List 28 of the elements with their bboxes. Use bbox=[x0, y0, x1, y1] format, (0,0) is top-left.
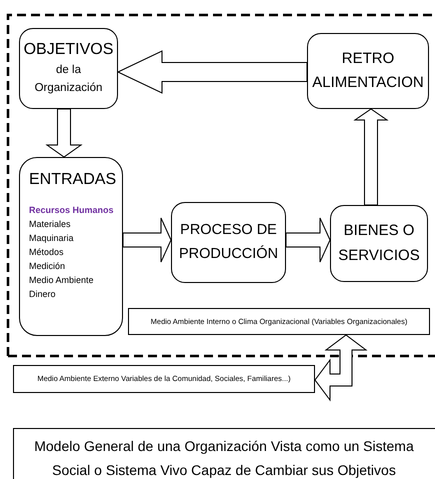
rounded-box bbox=[171, 202, 286, 283]
list-item: Medio Ambiente bbox=[29, 274, 94, 287]
list-item: Materiales bbox=[29, 218, 71, 231]
block-arrow bbox=[122, 218, 172, 262]
box-heading: PROCESO DE PRODUCCIÓN bbox=[178, 220, 279, 264]
box-heading: Modelo General de una Organización Vista como un Sistema Social o Sistema Vivo Capaz de Cambiar sus Objetivos bbox=[33, 437, 415, 479]
block-arrow bbox=[353, 108, 389, 206]
rounded-box bbox=[19, 28, 118, 109]
rounded-box bbox=[19, 157, 123, 336]
block-arrow bbox=[286, 218, 331, 262]
list-item: Dinero bbox=[29, 288, 56, 301]
text-box bbox=[128, 308, 430, 335]
text-box bbox=[13, 365, 315, 393]
list-item: Medición bbox=[29, 260, 66, 273]
block-arrow bbox=[45, 108, 83, 158]
rounded-box bbox=[307, 33, 429, 109]
box-heading: ENTRADAS bbox=[29, 170, 116, 190]
block-arrow bbox=[116, 50, 308, 94]
box-heading: RETRO ALIMENTACION bbox=[312, 49, 424, 93]
list-item: Recursos Humanos bbox=[29, 204, 114, 217]
box-heading: OBJETIVOS bbox=[24, 40, 114, 60]
box-text: de la Organización bbox=[34, 62, 104, 96]
rounded-box bbox=[330, 205, 428, 282]
caption-box bbox=[13, 428, 435, 479]
box-heading: BIENES O SERVICIOS bbox=[337, 220, 421, 266]
list-item: Métodos bbox=[29, 246, 64, 259]
block-arrow bbox=[314, 334, 368, 402]
list-item: Maquinaria bbox=[29, 232, 74, 245]
